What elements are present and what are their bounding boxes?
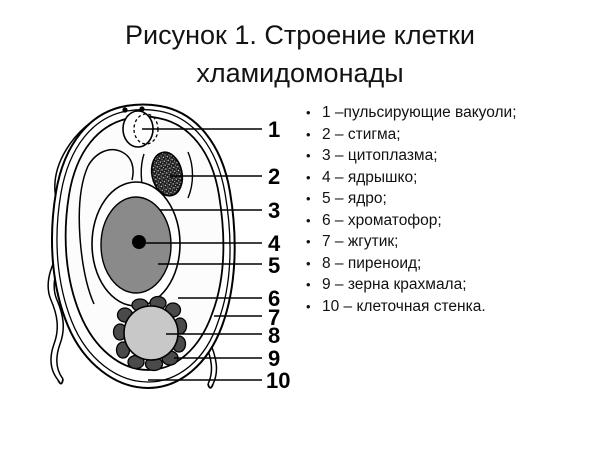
callout-number-9: 9 xyxy=(268,346,280,371)
legend-item-6: • 6 – хроматофор; xyxy=(306,212,586,229)
legend-item-2: • 2 – стигма; xyxy=(306,126,586,143)
legend-item-label: 3 – цитоплазма; xyxy=(322,147,438,164)
bullet-icon: • xyxy=(306,277,311,292)
legend-item-5: • 5 – ядро; xyxy=(306,190,586,207)
legend-item-label: 6 – хроматофор; xyxy=(322,211,442,229)
callout-number-7: 7 xyxy=(268,305,280,330)
legend-item-4: • 4 – ядрышко; xyxy=(306,169,586,186)
callout-number-10: 10 xyxy=(266,368,290,393)
legend-item-10: • 10 – клеточная стенка. xyxy=(306,298,586,315)
legend-item-label: 9 – зерна крахмала; xyxy=(322,276,467,293)
title-line-2: хламидомонады xyxy=(196,58,404,88)
legend-item-label: 10 – клеточная стенка. xyxy=(322,297,486,315)
legend-list: • 1 –пульсирующие вакуоли; • 2 – стигма;… xyxy=(306,104,586,319)
bullet-icon: • xyxy=(306,105,311,120)
legend-item-label: 5 – ядро; xyxy=(322,190,387,207)
cytoplasm xyxy=(78,148,134,305)
legend-item-label: 4 – ядрышко; xyxy=(322,168,418,186)
callout-number-5: 5 xyxy=(268,253,280,278)
bullet-icon: • xyxy=(306,255,311,271)
callout-number-6: 6 xyxy=(268,286,280,311)
chlamydomonas-cell-diagram: 1 2 3 4 5 6 7 8 9 10 xyxy=(18,92,308,412)
legend-item-label: 1 –пульсирующие вакуоли; xyxy=(322,104,517,121)
page-title: Рисунок 1. Строение клетки хламидомонады xyxy=(40,16,560,92)
legend-item-8: • 8 – пиреноид; xyxy=(306,255,586,272)
bullet-icon: • xyxy=(306,234,311,249)
title-line-1: Рисунок 1. Строение клетки xyxy=(124,20,476,50)
bullet-icon: • xyxy=(306,126,311,142)
cell-diagram-svg: 1 2 3 4 5 6 7 8 9 10 xyxy=(47,103,290,393)
legend-item-1: • 1 –пульсирующие вакуоли; xyxy=(306,104,586,121)
legend-item-7: • 7 – жгутик; xyxy=(306,233,586,250)
basal-body-right xyxy=(139,106,145,112)
bullet-icon: • xyxy=(306,169,311,185)
pyrenoid-region xyxy=(112,295,188,372)
legend-item-label: 8 – пиреноид; xyxy=(322,254,422,272)
callout-number-1: 1 xyxy=(268,117,280,142)
callout-numbers: 1 2 3 4 5 6 7 8 9 10 xyxy=(266,117,290,393)
nucleus-region xyxy=(91,181,181,307)
legend-item-label: 7 – жгутик; xyxy=(322,233,399,250)
callout-number-8: 8 xyxy=(268,323,280,348)
callout-number-4: 4 xyxy=(268,231,281,256)
legend-item-label: 2 – стигма; xyxy=(322,125,401,143)
bullet-icon: • xyxy=(306,212,311,228)
bullet-icon: • xyxy=(306,191,311,206)
bullet-icon: • xyxy=(306,298,311,314)
nucleolus xyxy=(132,235,146,249)
legend-item-9: • 9 – зерна крахмала; xyxy=(306,276,586,293)
legend-item-3: • 3 – цитоплазма; xyxy=(306,147,586,164)
callout-number-2: 2 xyxy=(268,164,280,189)
bullet-icon: • xyxy=(306,148,311,163)
callout-leader-lines xyxy=(142,128,262,381)
pyrenoid xyxy=(123,305,179,361)
callout-number-3: 3 xyxy=(268,198,280,223)
basal-body-left xyxy=(122,107,128,113)
stigma xyxy=(140,151,194,199)
